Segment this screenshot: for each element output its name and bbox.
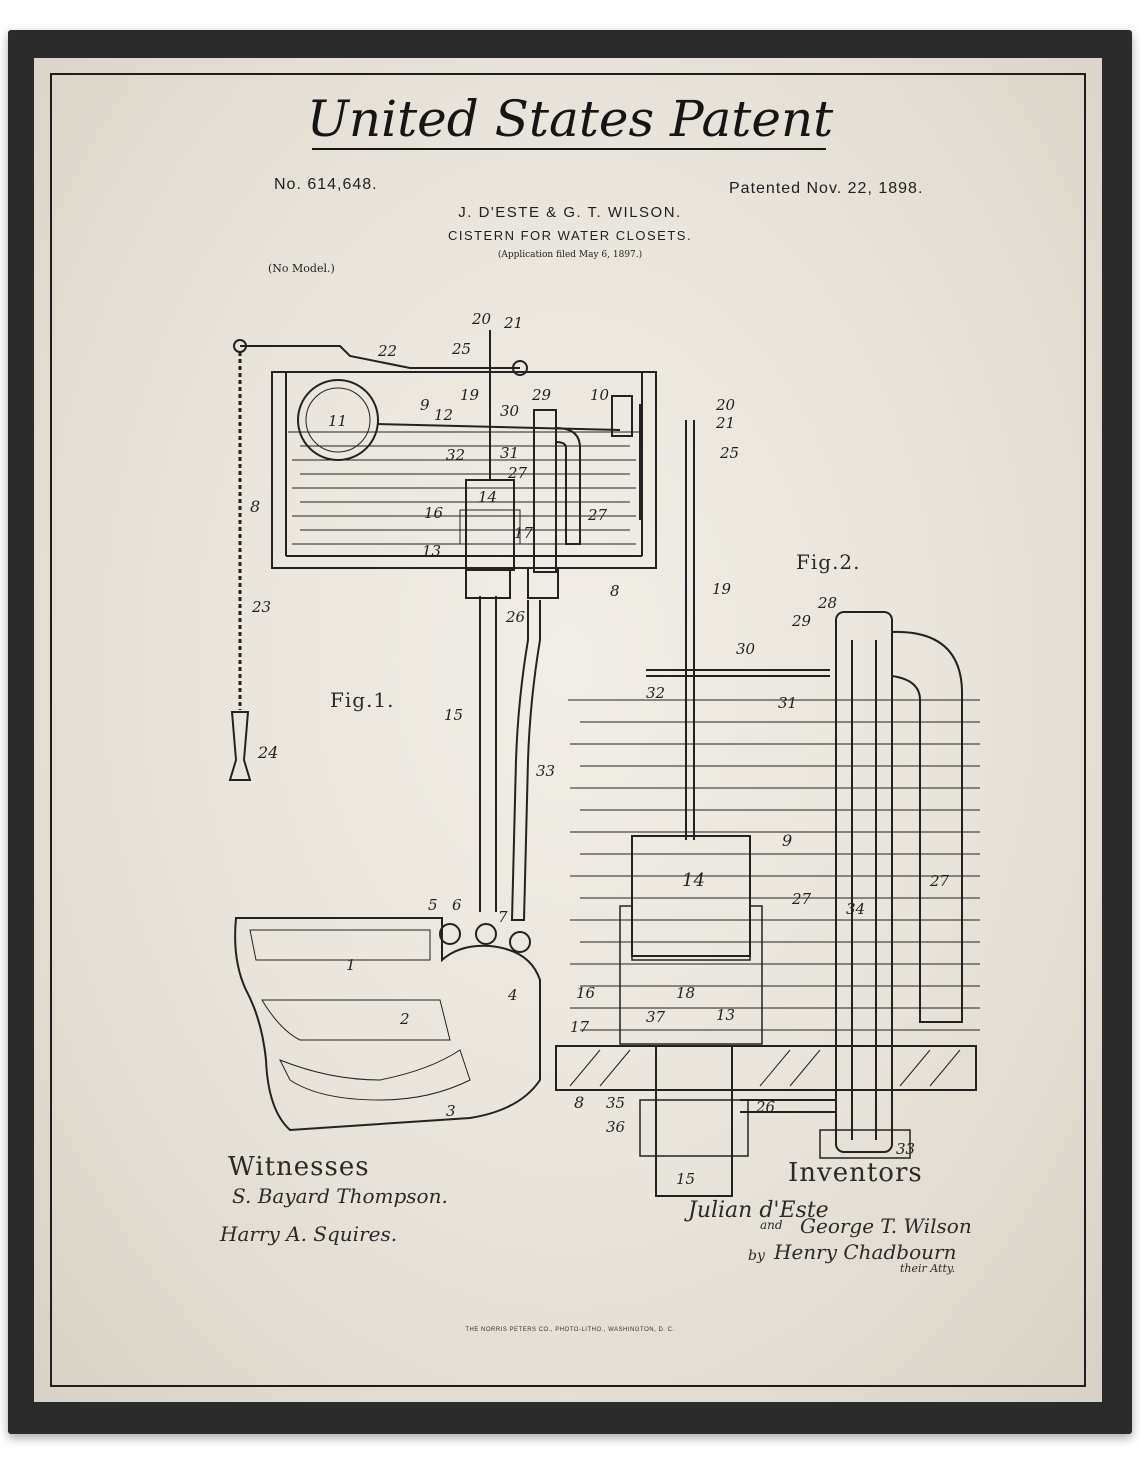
- ref-20b: 20: [715, 396, 736, 414]
- attorney-signature: Henry Chadbourn: [774, 1240, 957, 1264]
- ref-29a: 29: [531, 386, 552, 404]
- witnesses-heading: Witnesses: [228, 1152, 370, 1182]
- ref-9b: 9: [782, 831, 792, 850]
- ref-30b: 30: [736, 640, 756, 658]
- ref-22: 22: [377, 342, 397, 360]
- reference-numerals: 20 21 25 22 19 29 10 9 12 30 11 31 32 27…: [250, 310, 950, 1188]
- ref-2: 2: [399, 1010, 410, 1028]
- inner-border: [50, 73, 1086, 1387]
- ref-27b: 27: [587, 506, 608, 524]
- ref-27c: 27: [791, 890, 812, 908]
- inventor-signature-2: George T. Wilson: [800, 1214, 972, 1238]
- inventor-signature-1: Julian d'Este: [688, 1198, 829, 1223]
- ref-17a: 17: [514, 524, 534, 542]
- ref-11: 11: [328, 412, 347, 430]
- ref-35: 35: [606, 1094, 625, 1112]
- ref-13b: 13: [716, 1006, 735, 1024]
- lithographer-credit: THE NORRIS PETERS CO., PHOTO-LITHO., WAS…: [465, 1327, 675, 1333]
- ref-8b: 8: [610, 582, 620, 600]
- witness-signature-2: Harry A. Squires.: [220, 1222, 398, 1246]
- ref-21b: 21: [715, 414, 735, 432]
- ref-19a: 19: [460, 386, 480, 404]
- application-filed: (Application filed May 6, 1897.): [497, 250, 643, 260]
- fig2-label: Fig.2.: [796, 550, 861, 574]
- ref-1: 1: [346, 956, 356, 974]
- title-underline: [312, 148, 826, 150]
- fig1-label: Fig.1.: [330, 688, 395, 712]
- ref-19b: 19: [712, 580, 732, 598]
- cistern-tank: [271, 371, 657, 569]
- ref-20a: 20: [471, 310, 492, 328]
- patent-date: Patented Nov. 22, 1898.: [729, 180, 924, 197]
- ref-21a: 21: [503, 314, 523, 332]
- toilet-bowl: [234, 917, 541, 1132]
- ref-31a: 31: [500, 444, 519, 462]
- ref-30a: 30: [500, 402, 520, 420]
- ref-34: 34: [846, 900, 865, 918]
- ref-10: 10: [590, 386, 610, 404]
- ref-25a: 25: [451, 340, 471, 358]
- ref-28: 28: [817, 594, 837, 612]
- inventors-heading: Inventors: [788, 1158, 923, 1188]
- ref-6: 6: [452, 896, 462, 914]
- ref-4: 4: [507, 986, 518, 1004]
- ref-36: 36: [606, 1118, 626, 1136]
- ref-27d: 27: [929, 872, 950, 890]
- fig2-drawing: [555, 420, 980, 1197]
- ref-8c: 8: [574, 1093, 584, 1112]
- witness-signature-1: S. Bayard Thompson.: [232, 1184, 448, 1208]
- fig1-drawing: [228, 330, 657, 1132]
- attorney-by: by: [748, 1248, 765, 1264]
- ref-14a: 14: [478, 488, 497, 506]
- pull-weight: [228, 711, 252, 781]
- ref-27a: 27: [507, 464, 528, 482]
- ref-33a: 33: [536, 762, 555, 780]
- lever-arm: [240, 345, 520, 369]
- ref-23: 23: [251, 598, 271, 616]
- ref-16a: 16: [424, 504, 444, 522]
- inventor-and: and: [760, 1218, 783, 1232]
- base-plate: [555, 1045, 977, 1091]
- ref-32a: 32: [446, 446, 465, 464]
- ref-15a: 15: [444, 706, 463, 724]
- patent-subject: CISTERN FOR WATER CLOSETS.: [447, 228, 693, 243]
- ref-18: 18: [676, 984, 695, 1002]
- overflow-pipe: [533, 409, 557, 573]
- attorney-role: their Atty.: [900, 1262, 956, 1275]
- ref-8a: 8: [250, 497, 260, 516]
- ref-25b: 25: [719, 444, 739, 462]
- patent-paper: [34, 58, 1102, 1402]
- ref-26a: 26: [505, 608, 526, 626]
- overflow-tube: [835, 611, 893, 1153]
- ref-33b: 33: [896, 1140, 915, 1158]
- ref-14b: 14: [682, 870, 705, 891]
- refill-tube: [891, 630, 963, 1023]
- ref-37: 37: [646, 1008, 666, 1026]
- page-title: United States Patent: [306, 90, 834, 148]
- ref-9a: 9: [420, 396, 430, 414]
- fig2-water-lines: [568, 699, 980, 1031]
- ref-32b: 32: [646, 684, 665, 702]
- ref-17b: 17: [570, 1018, 590, 1036]
- supply-pipe: [510, 600, 541, 921]
- patent-number: No. 614,648.: [274, 176, 378, 193]
- ref-7: 7: [498, 908, 508, 926]
- inventors-line: J. D'ESTE & G. T. WILSON.: [458, 204, 682, 221]
- ref-15b: 15: [676, 1170, 695, 1188]
- outlet-pipe: [655, 1045, 733, 1197]
- ref-24: 24: [257, 743, 278, 762]
- ref-16b: 16: [576, 984, 596, 1002]
- ref-13a: 13: [422, 542, 441, 560]
- ref-3: 3: [446, 1102, 456, 1120]
- ref-31b: 31: [778, 694, 797, 712]
- ref-12: 12: [434, 406, 453, 424]
- float-ball: [297, 379, 379, 461]
- ref-29b: 29: [791, 612, 812, 630]
- ref-5: 5: [428, 896, 438, 914]
- no-model-note: (No Model.): [268, 262, 335, 275]
- valve-cup: [631, 835, 751, 957]
- ref-26b: 26: [755, 1098, 776, 1116]
